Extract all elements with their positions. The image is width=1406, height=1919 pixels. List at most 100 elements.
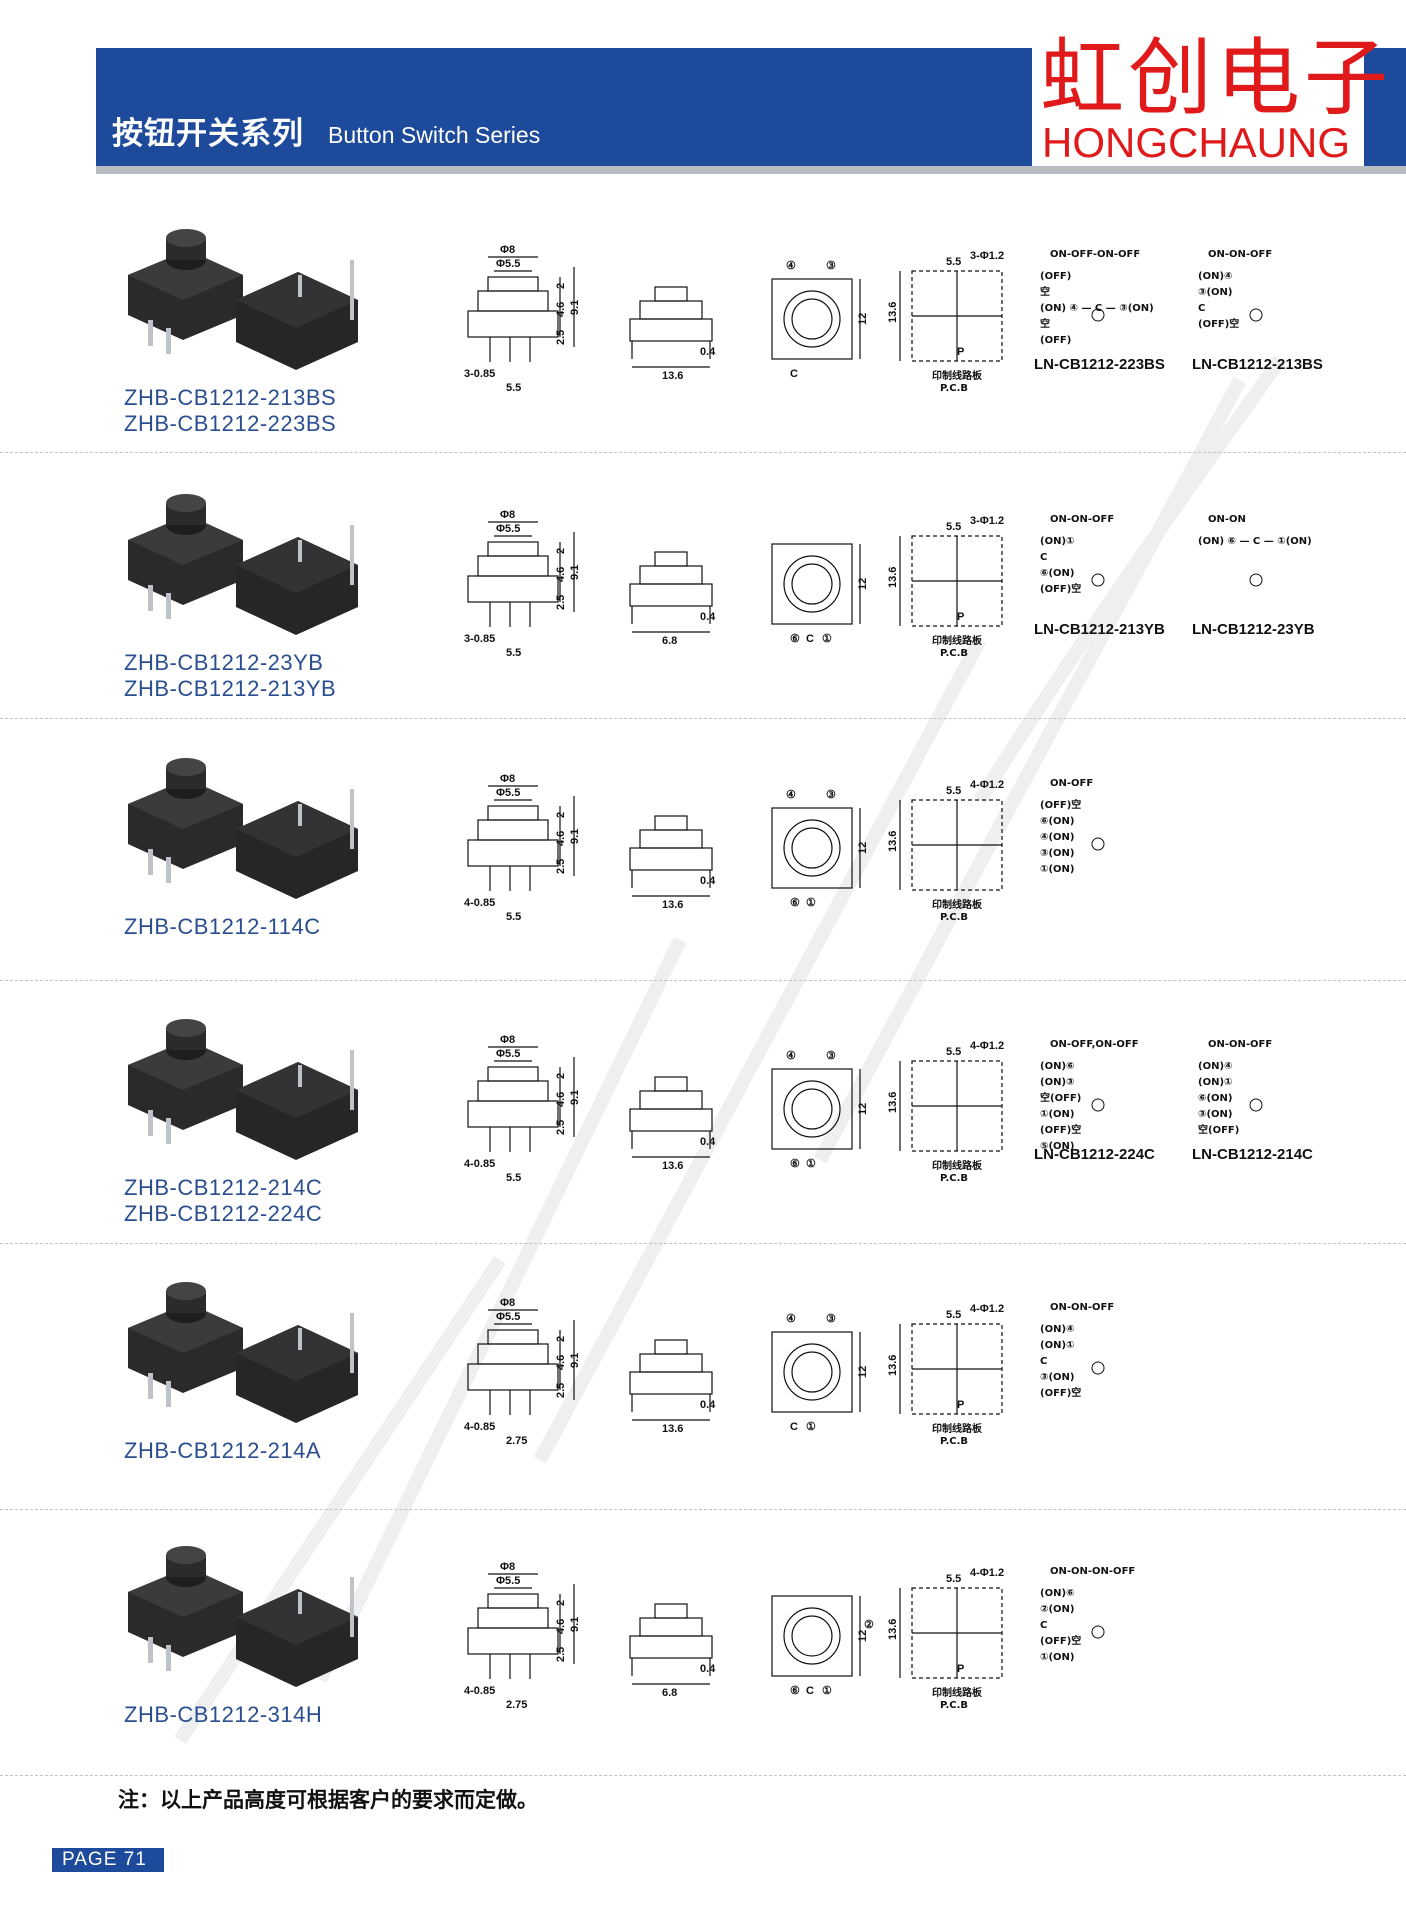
svg-text:LN-CB1212-213BS: LN-CB1212-213BS [1192,356,1323,373]
svg-text:4.6: 4.6 [555,831,567,846]
svg-text:LN-CB1212-223BS: LN-CB1212-223BS [1034,356,1165,373]
svg-text:空: 空 [1040,285,1050,298]
svg-text:(OFF): (OFF) [1040,335,1071,346]
svg-text:4-0.85: 4-0.85 [464,897,495,909]
svg-text:2.5: 2.5 [555,859,567,874]
svg-text:3-0.85: 3-0.85 [464,368,495,380]
svg-text:13.6: 13.6 [887,302,899,323]
svg-text:⑥: ⑥ [790,1685,800,1697]
svg-text:印制线路板: 印制线路板 [932,369,983,382]
svg-text:4-0.85: 4-0.85 [464,1158,495,1170]
svg-text:P.C.B: P.C.B [940,912,968,923]
svg-text:LN-CB1212-224C: LN-CB1212-224C [1034,1146,1155,1163]
svg-text:LN-CB1212-23YB: LN-CB1212-23YB [1192,621,1315,638]
product-photo [128,1282,358,1423]
model-number: ZHB-CB1212-23YB [124,650,324,675]
svg-text:3-0.85: 3-0.85 [464,633,495,645]
svg-text:4-0.85: 4-0.85 [464,1421,495,1433]
svg-text:(OFF)空: (OFF)空 [1040,1123,1081,1136]
svg-text:12: 12 [857,1630,869,1642]
svg-text:0.4: 0.4 [700,611,716,623]
svg-text:4-0.85: 4-0.85 [464,1685,495,1697]
svg-text:13.6: 13.6 [887,1355,899,1376]
header-shadow [96,166,1406,174]
svg-text:C: C [790,1421,798,1433]
svg-text:Φ5.5: Φ5.5 [496,523,520,535]
model-number: ZHB-CB1212-223BS [124,411,337,436]
svg-text:5.5: 5.5 [946,1046,961,1058]
svg-text:(OFF): (OFF) [1040,271,1071,282]
svg-text:4.6: 4.6 [555,1355,567,1370]
svg-text:③(ON): ③(ON) [1198,1109,1232,1120]
svg-text:13.6: 13.6 [887,831,899,852]
svg-text:12: 12 [857,1366,869,1378]
model-number: ZHB-CB1212-213BS [124,385,337,410]
svg-text:9.1: 9.1 [569,1090,581,1105]
svg-text:ON-ON-ON-OFF: ON-ON-ON-OFF [1050,1566,1135,1577]
row-divider [0,1509,1406,1510]
svg-text:印制线路板: 印制线路板 [932,634,983,647]
svg-text:Φ5.5: Φ5.5 [496,258,520,270]
svg-text:3-Φ1.2: 3-Φ1.2 [970,250,1004,262]
svg-text:(ON)③: (ON)③ [1040,1077,1074,1088]
svg-text:ON-ON-OFF: ON-ON-OFF [1208,249,1272,260]
svg-text:⑥: ⑥ [790,633,800,645]
svg-text:Φ8: Φ8 [500,244,515,256]
svg-text:(ON)④: (ON)④ [1198,1061,1232,1072]
svg-text:0.4: 0.4 [700,1663,716,1675]
svg-text:5.5: 5.5 [506,1172,521,1184]
svg-text:④: ④ [786,789,796,801]
svg-text:P.C.B: P.C.B [940,1173,968,1184]
svg-text:5.5: 5.5 [946,521,961,533]
svg-text:9.1: 9.1 [569,1353,581,1368]
svg-text:6.8: 6.8 [662,635,677,647]
product-photo [128,494,358,635]
svg-text:2: 2 [555,1073,567,1079]
svg-text:P: P [957,346,964,358]
svg-text:③: ③ [826,260,836,272]
svg-text:(OFF)空: (OFF)空 [1040,1386,1081,1399]
svg-text:①(ON): ①(ON) [1040,1652,1074,1663]
svg-text:Φ5.5: Φ5.5 [496,787,520,799]
model-number: ZHB-CB1212-314H [124,1702,323,1727]
svg-text:②: ② [864,1619,874,1631]
svg-text:2.5: 2.5 [555,595,567,610]
svg-text:P.C.B: P.C.B [940,1436,968,1447]
svg-text:12: 12 [857,313,869,325]
model-number: ZHB-CB1212-114C [124,914,321,939]
svg-text:③: ③ [826,789,836,801]
svg-text:Φ5.5: Φ5.5 [496,1311,520,1323]
svg-text:Φ5.5: Φ5.5 [496,1048,520,1060]
svg-text:③(ON): ③(ON) [1198,287,1232,298]
svg-text:4.6: 4.6 [555,567,567,582]
svg-text:⑥(ON): ⑥(ON) [1198,1093,1232,1104]
svg-text:3-Φ1.2: 3-Φ1.2 [970,515,1004,527]
model-number: ZHB-CB1212-213YB [124,676,337,701]
svg-text:(ON)⑥: (ON)⑥ [1040,1061,1074,1072]
svg-text:(ON)⑥: (ON)⑥ [1040,1588,1074,1599]
svg-text:ON-ON-OFF: ON-ON-OFF [1208,1039,1272,1050]
svg-text:4-Φ1.2: 4-Φ1.2 [970,1303,1004,1315]
page-number: PAGE 71 [52,1848,164,1872]
svg-text:空(OFF): 空(OFF) [1040,1091,1081,1104]
svg-text:①: ① [806,1158,816,1170]
svg-text:P: P [957,611,964,623]
svg-text:2: 2 [555,548,567,554]
svg-text:①(ON): ①(ON) [1040,864,1074,875]
svg-text:⑤(ON): ⑤(ON) [1040,1141,1074,1152]
row-divider [0,1775,1406,1776]
svg-text:Φ8: Φ8 [500,509,515,521]
product-photo [128,1546,358,1687]
product-photo [128,229,358,370]
svg-text:C: C [1198,303,1205,314]
svg-text:印制线路板: 印制线路板 [932,1422,983,1435]
svg-text:2.5: 2.5 [555,1383,567,1398]
svg-text:P: P [957,1663,964,1675]
svg-text:5.5: 5.5 [506,382,521,394]
